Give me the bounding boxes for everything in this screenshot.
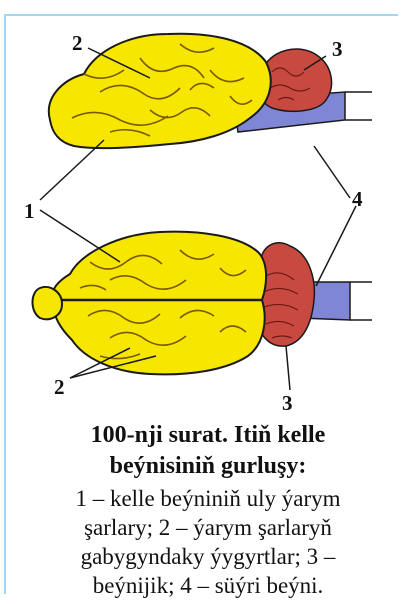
brain-illustration: 2 3 1 4 2 3 <box>0 0 415 420</box>
caption-body: 1 – kelle beýniniň uly ýarym şarlary; 2 … <box>18 484 398 600</box>
caption-title-line-1: 100-nji surat. Itiň kelle <box>18 420 398 451</box>
label-cerebellum-bottom: 3 <box>282 391 293 415</box>
caption-body-line-1: 1 – kelle beýniniň uly ýarym <box>18 484 398 513</box>
caption-body-line-4: beýnijik; 4 – süýri beýni. <box>18 571 398 600</box>
label-hemispheres: 1 <box>24 199 35 223</box>
caption-title-line-2: beýnisiniň gurluşy: <box>18 451 398 482</box>
hemisphere-left <box>52 232 266 302</box>
brain-side-view <box>49 34 372 148</box>
figure-caption: 100-nji surat. Itiň kelle beýnisiniň gur… <box>18 420 398 600</box>
label-medulla: 4 <box>352 187 363 211</box>
label-sulci-top: 2 <box>72 31 83 55</box>
label-cerebellum-top: 3 <box>332 37 343 61</box>
hemisphere-right <box>54 300 265 374</box>
caption-body-line-3: gabygyndaky ýygyrtlar; 3 – <box>18 542 398 571</box>
caption-body-line-2: şarlary; 2 – ýarym şarlaryň <box>18 513 398 542</box>
label-sulci-bottom: 2 <box>54 375 65 399</box>
brain-dorsal-view <box>33 232 373 375</box>
caption-title: 100-nji surat. Itiň kelle beýnisiniň gur… <box>18 420 398 482</box>
